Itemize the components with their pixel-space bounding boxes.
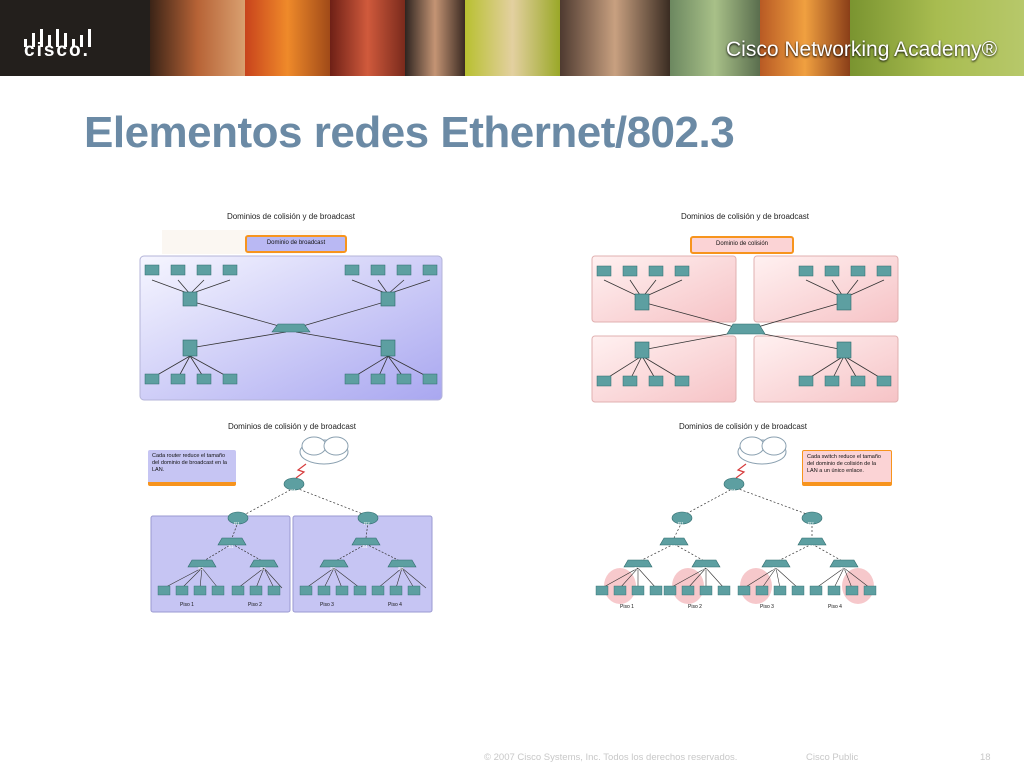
footer-classification: Cisco Public [806, 752, 859, 763]
router-label: R1 [234, 521, 240, 526]
floor-label: Piso 2 [248, 602, 262, 608]
router-label: C1 [730, 488, 736, 493]
floor-label: Piso 2 [688, 604, 702, 610]
floor-label: Piso 3 [760, 604, 774, 610]
switch-label: S2 [634, 566, 640, 571]
router-note: Cada router reduce el tamaño del dominio… [148, 450, 236, 486]
collision-network-graphic [591, 255, 899, 403]
footer-page-number: 18 [980, 752, 991, 763]
router-label: R1 [678, 521, 684, 526]
broadcast-domain-label: Dominio de broadcast [245, 235, 347, 253]
diagram-switch-collision: Dominios de colisión y de broadcast [590, 418, 896, 616]
cloud-icon [737, 436, 787, 465]
academy-wordmark: Cisco Networking Academy® [726, 38, 998, 61]
switch-label: S4 [808, 544, 814, 549]
footer-copyright: © 2007 Cisco Systems, Inc. Todos los der… [484, 752, 738, 763]
switch-label: S5 [772, 566, 778, 571]
diagram-title: Dominios de colisión y de broadcast [678, 422, 808, 431]
cisco-bridge-logo-icon [24, 29, 91, 47]
switch-label: S1 [228, 544, 234, 549]
floor-label: Piso 4 [388, 602, 402, 608]
collision-domain-label: Dominio de colisión [690, 236, 794, 254]
broadcast-network-graphic [139, 230, 443, 401]
switch-label: S6 [840, 566, 846, 571]
switch-label: S2 [198, 566, 204, 571]
switch-label: S1 [670, 544, 676, 549]
router-label: R2 [808, 521, 814, 526]
diagram-title: Dominios de colisión y de broadcast [680, 212, 810, 221]
diagram-broadcast-domain: Dominios de colisión y de broadcast [138, 208, 444, 404]
switch-label: S6 [398, 566, 404, 571]
header-photo-strip [150, 0, 1024, 76]
switch-label: S3 [260, 566, 266, 571]
router-label: R2 [364, 521, 370, 526]
floor-label: Piso 3 [320, 602, 334, 608]
floor-label: Piso 1 [620, 604, 634, 610]
cloud-icon [299, 436, 349, 465]
diagram-title: Dominios de colisión y de broadcast [227, 422, 357, 431]
cisco-logo: cisco. [24, 40, 90, 61]
router-label: C1 [290, 488, 296, 493]
diagram-collision-domain: Dominios de colisión y de broadcast [588, 208, 902, 404]
diagram-title: Dominios de colisión y de broadcast [226, 212, 356, 221]
switch-note: Cada switch reduce el tamaño del dominio… [802, 450, 892, 486]
switch-label: S4 [362, 544, 368, 549]
floor-label: Piso 4 [828, 604, 842, 610]
switch-hierarchy-graphic [595, 436, 877, 604]
slide-title: Elementos redes Ethernet/802.3 [84, 108, 735, 157]
router-hierarchy-graphic [150, 436, 433, 613]
switch-label: S3 [702, 566, 708, 571]
switch-label: S5 [330, 566, 336, 571]
diagram-router-broadcast: Dominios de colisión y de broadcast [146, 418, 438, 616]
header-banner: cisco. Cisco Networking Academy® [0, 0, 1024, 76]
floor-label: Piso 1 [180, 602, 194, 608]
